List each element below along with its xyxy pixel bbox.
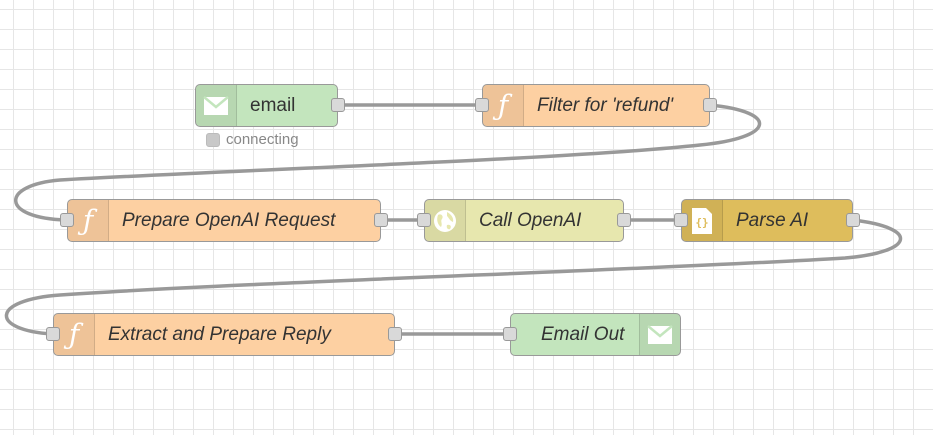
node-label: email: [250, 94, 296, 116]
status-dot-icon: [206, 132, 220, 147]
status-text: connecting: [226, 131, 299, 148]
node-label: Prepare OpenAI Request: [122, 209, 336, 231]
function-icon: ƒ: [68, 317, 80, 351]
wire-parse-to-extract[interactable]: [4, 218, 903, 336]
envelope-icon: [203, 95, 229, 115]
function-icon-box: ƒ: [483, 85, 524, 126]
output-port[interactable]: [617, 213, 631, 227]
node-email-out[interactable]: Email Out: [503, 313, 681, 356]
node-email-in[interactable]: email: [195, 84, 345, 127]
wire-filter-to-prepare[interactable]: [14, 103, 762, 222]
output-port[interactable]: [331, 98, 345, 112]
node-extract-and-prepare-reply[interactable]: ƒ Extract and Prepare Reply: [46, 313, 402, 356]
input-port[interactable]: [475, 98, 489, 112]
output-port[interactable]: [703, 98, 717, 112]
input-port[interactable]: [674, 213, 688, 227]
node-prepare-openai-request[interactable]: ƒ Prepare OpenAI Request: [60, 199, 388, 242]
node-label: Email Out: [541, 323, 625, 345]
envelope-icon: [647, 324, 673, 344]
input-port[interactable]: [60, 213, 74, 227]
envelope-icon-box: [639, 314, 680, 355]
node-label: Parse AI: [736, 209, 809, 231]
function-icon-box: ƒ: [68, 200, 109, 241]
input-port[interactable]: [46, 327, 60, 341]
input-port[interactable]: [417, 213, 431, 227]
globe-icon: [434, 209, 456, 232]
output-port[interactable]: [374, 213, 388, 227]
function-icon: ƒ: [497, 88, 509, 122]
envelope-icon-box: [196, 85, 237, 126]
node-label: Call OpenAI: [479, 209, 582, 231]
function-icon-box: ƒ: [54, 314, 95, 355]
output-port[interactable]: [846, 213, 860, 227]
globe-icon-box: [425, 200, 466, 241]
node-parse-ai[interactable]: {} Parse AI: [674, 199, 860, 242]
output-port[interactable]: [388, 327, 402, 341]
node-status: connecting: [206, 131, 299, 148]
node-label: Filter for 'refund': [537, 94, 674, 116]
input-port[interactable]: [503, 327, 517, 341]
json-icon: {}: [692, 207, 712, 234]
node-label: Extract and Prepare Reply: [108, 323, 331, 345]
function-icon: ƒ: [82, 203, 94, 237]
node-call-openai[interactable]: Call OpenAI: [417, 199, 631, 242]
node-filter[interactable]: ƒ Filter for 'refund': [475, 84, 717, 127]
json-icon-box: {}: [682, 200, 723, 241]
svg-text:{}: {}: [695, 216, 708, 229]
